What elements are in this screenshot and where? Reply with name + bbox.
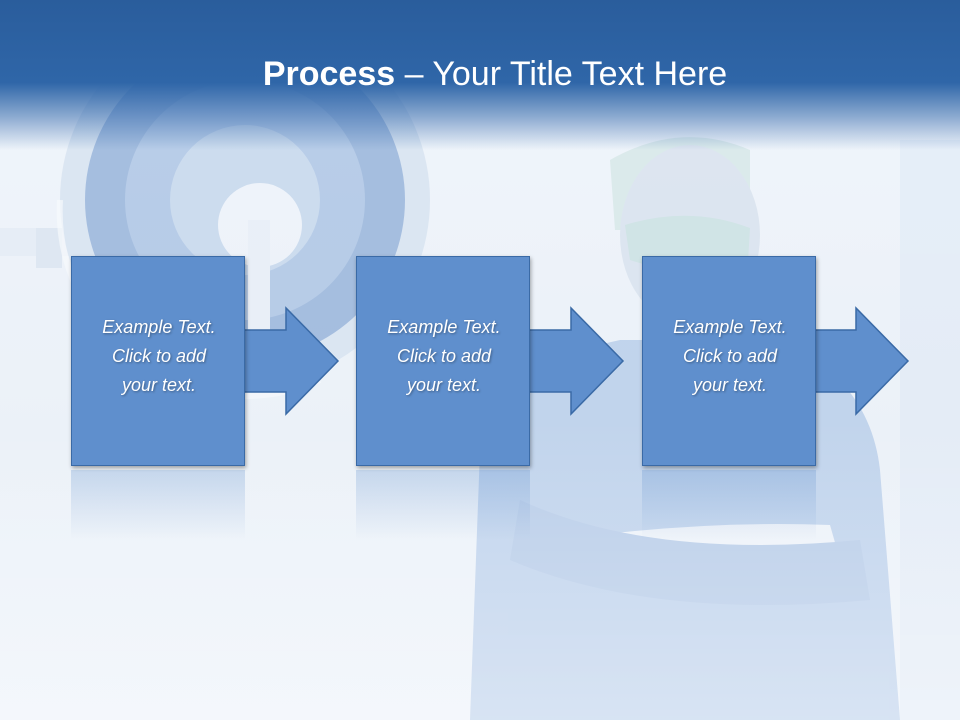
step-2-line-1: Example Text. bbox=[387, 317, 501, 337]
process-step-3[interactable]: Example Text. Click to add your text. bbox=[642, 256, 822, 468]
step-2-line-2: Click to add bbox=[396, 346, 492, 366]
step-reflection-1 bbox=[71, 470, 245, 540]
process-step-1[interactable]: Example Text. Click to add your text. bbox=[71, 256, 251, 468]
title-bold: Process bbox=[262, 55, 396, 93]
process-arrow-2[interactable] bbox=[523, 306, 627, 416]
step-3-line-2: Click to add bbox=[682, 346, 778, 366]
process-arrow-1[interactable] bbox=[238, 306, 342, 416]
step-box-1[interactable]: Example Text. Click to add your text. bbox=[71, 256, 245, 466]
process-step-2[interactable]: Example Text. Click to add your text. bbox=[356, 256, 536, 468]
step-3-line-3: your text. bbox=[692, 375, 768, 395]
step-box-3[interactable]: Example Text. Click to add your text. bbox=[642, 256, 816, 466]
step-2-line-3: your text. bbox=[406, 375, 482, 395]
step-1-line-2: Click to add bbox=[111, 346, 207, 366]
title-rest: – Your Title Text Here bbox=[395, 55, 728, 93]
step-1-line-1: Example Text. bbox=[102, 317, 216, 337]
step-text-3[interactable]: Example Text. Click to add your text. bbox=[643, 313, 817, 400]
step-1-line-3: your text. bbox=[121, 375, 197, 395]
step-text-1[interactable]: Example Text. Click to add your text. bbox=[72, 313, 246, 400]
header-band bbox=[0, 0, 960, 150]
step-text-2[interactable]: Example Text. Click to add your text. bbox=[357, 313, 531, 400]
step-reflection-2 bbox=[356, 470, 530, 540]
step-3-line-1: Example Text. bbox=[673, 317, 787, 337]
step-box-2[interactable]: Example Text. Click to add your text. bbox=[356, 256, 530, 466]
slide-title[interactable]: Process – Your Title Text Here bbox=[0, 52, 960, 96]
step-reflection-3 bbox=[642, 470, 816, 540]
process-arrow-3[interactable] bbox=[808, 306, 912, 416]
